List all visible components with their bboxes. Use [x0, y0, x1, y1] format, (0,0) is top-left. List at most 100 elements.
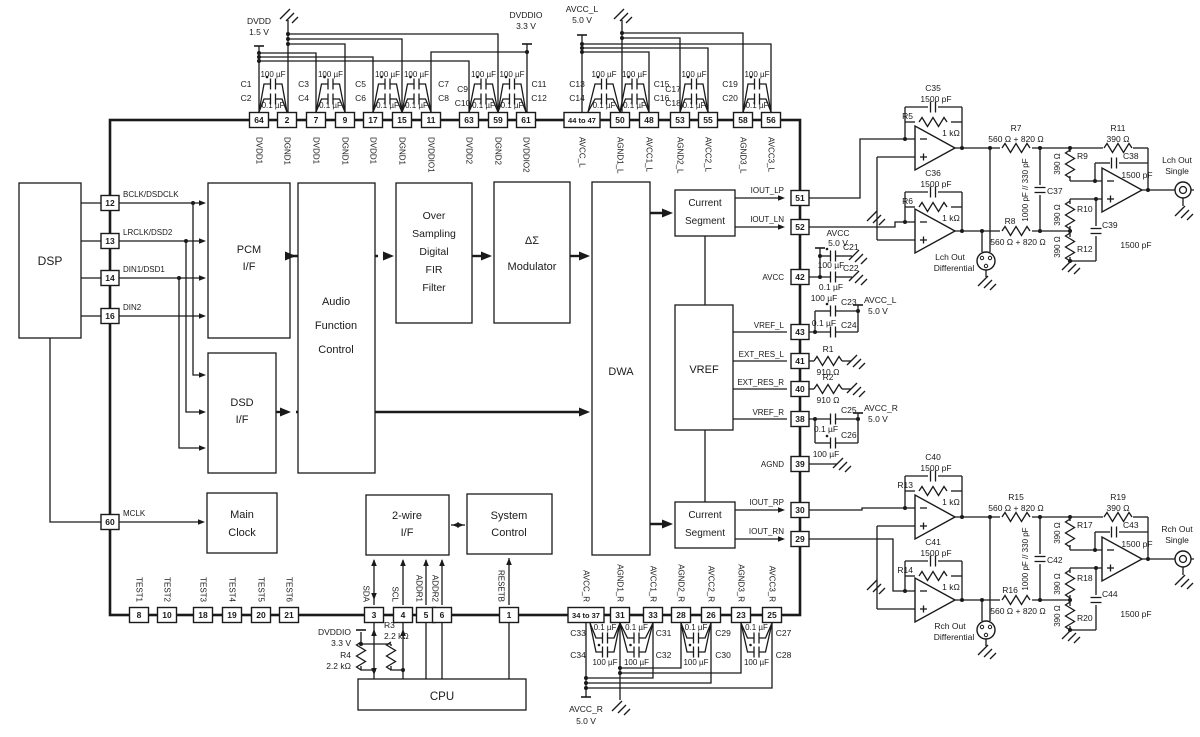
- junction-dot: [584, 681, 588, 685]
- ground-icon: [848, 270, 860, 282]
- block-label-dsd-if: DSD: [230, 397, 253, 409]
- label: 5.0 V: [828, 238, 848, 248]
- pin-signal-59: DGND2: [494, 137, 503, 166]
- pin-39: [790, 455, 810, 473]
- label: 1000 pF // 330 pF: [1021, 527, 1030, 590]
- junction-dot: [1068, 598, 1072, 602]
- pin-number-39: 39: [795, 459, 805, 469]
- pin-33: [642, 606, 664, 624]
- pin-number-16: 16: [105, 311, 115, 321]
- wire: [698, 622, 712, 653]
- wire: [622, 32, 744, 112]
- junction-dot: [903, 589, 907, 593]
- ground-icon: [1073, 636, 1081, 644]
- resistor: [918, 201, 948, 213]
- ground-icon: [848, 249, 860, 261]
- resistor: [1103, 142, 1133, 154]
- wire: [620, 623, 742, 674]
- label: C38: [1123, 151, 1139, 161]
- label: Rch Out: [934, 621, 966, 631]
- label: C36: [925, 168, 941, 178]
- label: R15: [1008, 492, 1024, 502]
- label: AVCC_R: [864, 403, 898, 413]
- wire: [680, 622, 694, 653]
- arrowhead: [778, 507, 785, 513]
- junction-dot: [620, 31, 624, 35]
- pin-number-18: 18: [198, 610, 208, 620]
- wire: [639, 622, 654, 653]
- resistor: [918, 485, 948, 497]
- junction-dot: [813, 417, 817, 421]
- label: 390 Ω: [1053, 236, 1062, 258]
- junction-dot: [1094, 566, 1098, 570]
- junction-dot: [856, 309, 860, 313]
- pin-19: [221, 606, 243, 624]
- ground-icon: [860, 257, 868, 265]
- polarity-dot: [825, 434, 829, 438]
- wire: [333, 98, 346, 113]
- label: C4: [298, 93, 309, 103]
- pin-38: [790, 410, 810, 428]
- block-label-dsd-if: I/F: [236, 414, 249, 426]
- pin-number-20: 20: [256, 610, 266, 620]
- wire: [372, 83, 385, 113]
- ground-icon: [983, 279, 993, 289]
- resistor: [1001, 594, 1031, 606]
- resistor: [1064, 232, 1076, 262]
- arrowhead: [778, 536, 785, 542]
- wire: [419, 98, 432, 113]
- label: C41: [925, 537, 941, 547]
- ground-icon: [625, 16, 633, 24]
- block-label-main-clock: Main: [230, 509, 254, 521]
- block-label-delta-sigma-modulator: Modulator: [508, 261, 557, 273]
- label: 0.1 µF: [683, 101, 706, 110]
- pin-number-61: 61: [521, 115, 531, 125]
- pin-signal-9: DGND1: [341, 137, 350, 166]
- label: 0.1 µF: [472, 101, 495, 110]
- block-label-current-segment-r: Current: [688, 510, 722, 521]
- wire: [606, 83, 621, 113]
- ground-icon: [617, 704, 627, 714]
- pin-signal-2: DGND1: [283, 137, 292, 166]
- pin-number-64: 64: [254, 115, 264, 125]
- pin-number-6: 6: [440, 610, 445, 620]
- ground-icon: [852, 358, 862, 368]
- pin-15: [391, 111, 413, 129]
- label: 1500 pF: [1121, 539, 1152, 549]
- label: 390 Ω: [1053, 522, 1062, 544]
- pin-signal-7: DVDD1: [312, 137, 321, 165]
- resistor: [1001, 511, 1031, 523]
- label: C14: [569, 93, 585, 103]
- junction-dot: [618, 671, 622, 675]
- block-system-control: [466, 493, 553, 555]
- arrowhead: [400, 629, 406, 636]
- wire: [587, 83, 602, 113]
- label: 100 µF: [681, 70, 706, 79]
- pin-48: [638, 111, 660, 129]
- pin-number-17: 17: [368, 115, 378, 125]
- label: R17: [1077, 520, 1093, 530]
- pin-28: [670, 606, 692, 624]
- label: 0.1 µF: [319, 101, 342, 110]
- arrowhead: [579, 251, 590, 261]
- block-current-segment-l: [674, 189, 736, 237]
- arrowhead: [439, 559, 445, 566]
- label: C33: [570, 628, 586, 638]
- label: Differential: [934, 263, 975, 273]
- arrowhead: [280, 407, 291, 417]
- pin-3: [363, 606, 385, 624]
- pin-number-59: 59: [493, 115, 503, 125]
- label: R10: [1077, 204, 1093, 214]
- block-label-pcm-if: I/F: [243, 261, 256, 273]
- label: 100 µF: [818, 260, 845, 270]
- resistor: [813, 383, 843, 395]
- wire: [514, 83, 527, 113]
- polarity-dot: [323, 75, 326, 79]
- pin-59: [487, 111, 509, 129]
- wire: [696, 83, 709, 113]
- junction-dot: [580, 50, 584, 54]
- label: 390 Ω: [1053, 153, 1062, 175]
- ground-icon: [1174, 574, 1186, 586]
- junction-dot: [620, 36, 624, 40]
